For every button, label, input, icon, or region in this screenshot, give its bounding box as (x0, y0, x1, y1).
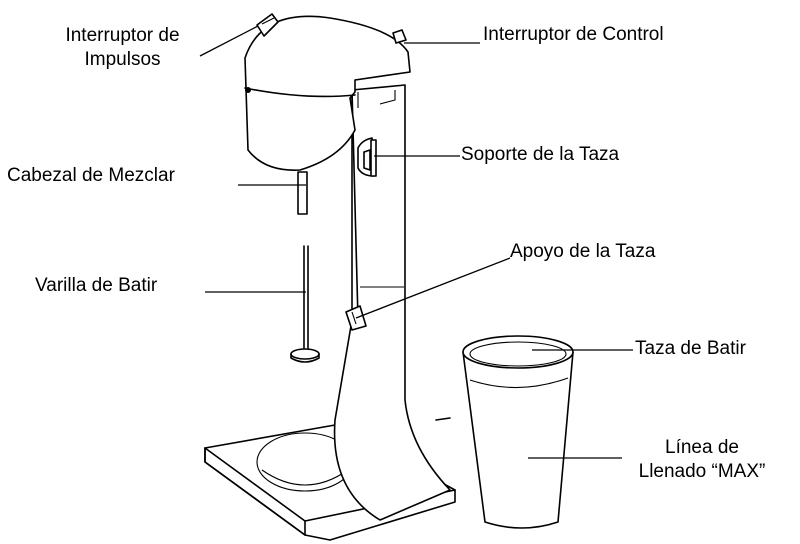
whisk-rod (290, 245, 320, 363)
leader-pulse-switch (199, 25, 259, 57)
pulse-switch-knob (256, 13, 279, 37)
label-pulse-switch-line1: Interruptor de (65, 25, 180, 46)
leader-lines (199, 25, 633, 459)
mixer-column (333, 84, 451, 521)
mixing-cup (462, 335, 574, 529)
label-mixing-head: Cabezal de Mezclar (7, 165, 175, 186)
leader-cup-support (355, 257, 511, 319)
label-cup-holder: Soporte de la Taza (461, 144, 620, 165)
label-fill-line: Línea de Llenado “MAX” (612, 436, 792, 484)
label-control-switch: Interruptor de Control (483, 24, 664, 45)
mixer-head (244, 15, 411, 171)
label-mixing-cup: Taza de Batir (635, 338, 746, 359)
mixing-spindle (297, 171, 308, 215)
label-cup-support: Apoyo de la Taza (510, 241, 656, 262)
cup-holder-clip (357, 137, 377, 177)
label-pulse-switch-line2: Impulsos (84, 49, 161, 70)
label-fill-line-line2: Llenado “MAX” (638, 461, 766, 482)
label-fill-line-line1: Línea de (665, 437, 739, 458)
base-rod (435, 417, 451, 421)
label-whisk-rod: Varilla de Batir (35, 275, 158, 296)
label-pulse-switch: Interruptor de Impulsos (40, 24, 205, 72)
control-switch-knob (392, 29, 407, 44)
